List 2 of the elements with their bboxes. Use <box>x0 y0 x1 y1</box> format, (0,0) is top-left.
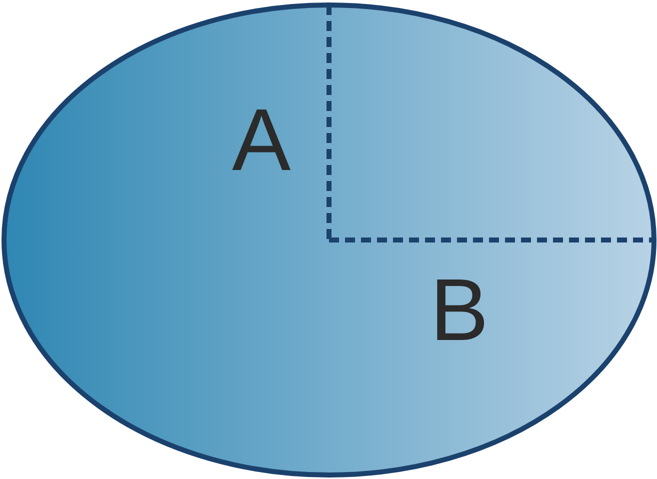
axis-label: B <box>430 266 489 354</box>
axis-label: A <box>232 96 291 184</box>
